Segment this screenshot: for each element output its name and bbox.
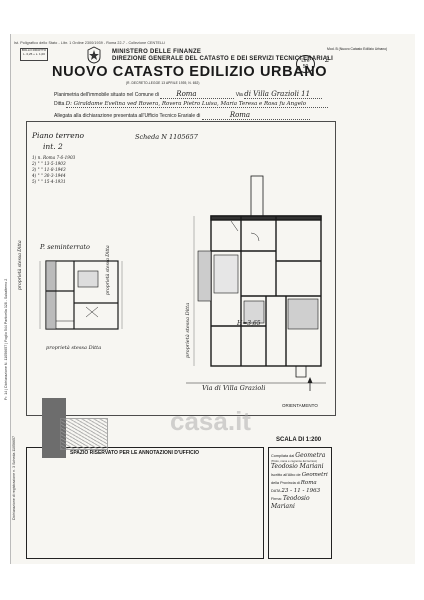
fee-badge: Lire 50 [296,55,315,73]
revenue-stamp: BOLLO RIDOTTO L. 0,25 + L. 1,00 [20,48,48,61]
document-sheet [10,34,415,564]
vertical-registration-strip: Fr. 14 | Dichiarazione N. 11056657 | Fog… [4,278,8,400]
allegata-value: Roma [201,111,310,120]
revenue-stamp-line2: L. 0,25 + L. 1,00 [23,51,45,56]
compilata-label: Compilata dal [271,454,295,458]
date-value: 23 - 11 - 1963 [281,488,321,494]
floor-plan-drawing [26,121,336,416]
printer-strip: Ist. Poligrafico dello Stato - Libr. 1 O… [14,41,166,45]
signature-label: Firma: [271,497,282,501]
adjacent-owner-right: proprietà stessa Ditta [185,302,191,358]
surveyor-title: Geometra [295,452,326,459]
iscritto-value: Geometri [301,472,328,478]
office-cancellation-stamp [60,418,108,450]
sheet-number: 2 [325,56,330,64]
planimetria-label: Planimetria dell'immobile situato nel Co… [54,92,159,98]
ditta-label: Ditta [54,101,65,107]
watermark: casa.it [170,406,251,436]
scale-label: SCALA DI 1:200 [276,437,322,443]
surveyor-signature: Teodosio Mariani [271,495,310,510]
unit-number: int. 2 [43,142,63,151]
sheet-reference: Scheda N 1105657 [135,133,198,141]
owner-row: Ditta D: Giraldame Evelina ved Rovera, R… [54,101,328,108]
adjacent-owner-left: proprietà stessa Ditta [18,240,23,290]
model-tag: Mod. B (Nuovo Catasto Edilizio Urbano) [327,47,388,51]
reference-4: 4) " " 30-3-1944 [32,173,66,178]
fee-label: Lire [301,58,310,64]
ministry-name: MINISTERO DELLE FINANZE [112,49,202,55]
reference-5: 5) " " 15-4-1931 [32,179,66,184]
ditta-value: D: Giraldame Evelina ved Rovera, Rovera … [65,101,328,108]
street-label: Via di Villa Grazioli [202,384,266,392]
allegata-label: Allegata alla dichiarazione presentata a… [54,113,201,119]
iscritto-label: Iscritto all'Albo de [271,473,301,477]
decree-reference: (R. DECRETO-LEGGE 13 APRILE 1939, N. 652… [126,81,200,85]
provincia-value: Roma [300,480,317,486]
fee-value: 50 [302,64,309,70]
surveyor-name: Teodosio Mariani [271,463,324,470]
adjacent-owner-bottom: proprietà stessa Ditta [46,345,102,351]
date-label: DATA [271,489,281,493]
reference-3: 3) " " 11-8-1943 [32,167,66,172]
office-notes-title: SPAZIO RISERVATO PER LE ANNOTAZIONI D'UF… [70,450,200,456]
attached-row: Allegata alla dichiarazione presentata a… [54,111,310,120]
boundary-hatching [39,216,195,366]
references-list: 1) n. Roma 7-6-1903 2) " " 13-5-1903 3) … [32,155,75,185]
north-arrow-icon [307,377,313,391]
seminterrato-label: P. seminterrato [40,243,90,251]
revenue-stamp-line1: BOLLO RIDOTTO [21,48,47,52]
seminterrato-plan [45,260,119,330]
floor-title: Piano terreno [32,131,85,140]
via-value: di Villa Grazioli 11 [244,90,323,99]
surveyor-box [268,447,332,559]
office-notes-box [26,447,264,559]
location-row: Planimetria dell'immobile situato nel Co… [54,90,323,99]
surveyor-details: Compilata dal Geometra (Titolo, nome e c… [271,452,329,511]
adjacent-owner-mid: proprietà stessa Ditta [106,245,111,295]
vertical-registration-strip-2: Dichiarazione di registrazione n. 3 Sche… [12,435,16,520]
ground-floor-plan [197,175,322,378]
provincia-label: della Provincia di [271,481,300,485]
directorate-name: DIREZIONE GENERALE DEL CATASTO E DEI SER… [112,56,333,62]
ceiling-height-note: H=3,65 [237,320,261,327]
surveyor-title-hint: (Titolo, nome e cognome del tecnico) [271,460,318,463]
via-label: Via [235,92,243,98]
reference-2: 2) " " 13-5-1903 [32,161,66,166]
orientation-label: ORIENTAMENTO [282,403,318,408]
republic-emblem-icon [87,46,101,64]
document-title: NUOVO CATASTO EDILIZIO URBANO [52,64,328,80]
comune-value: Roma [160,90,235,99]
reference-1: 1) n. Roma 7-6-1903 [32,155,76,160]
